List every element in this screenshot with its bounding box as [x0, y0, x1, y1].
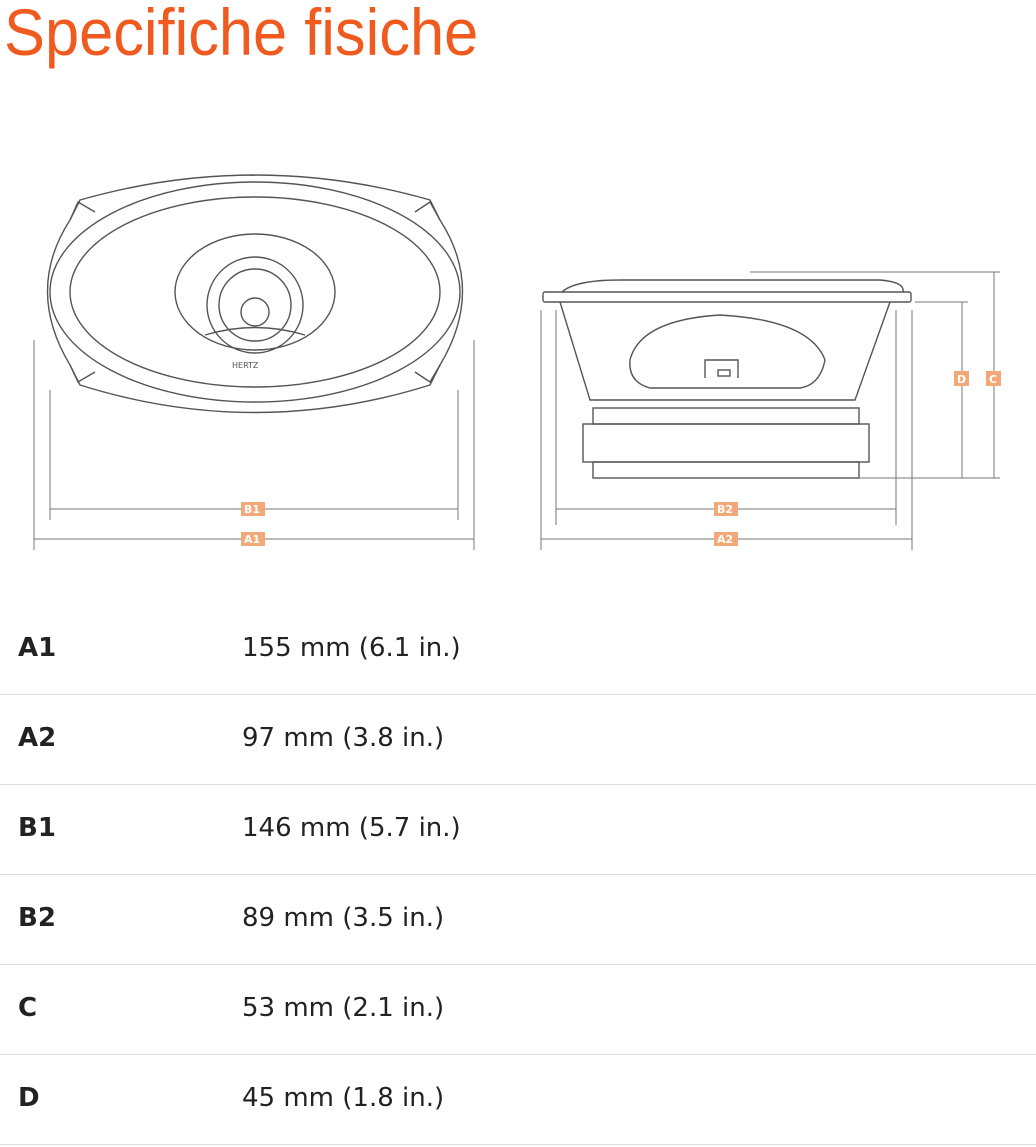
- spec-row: B2 89 mm (3.5 in.): [0, 875, 1036, 965]
- spec-value: 146 mm (5.7 in.): [242, 813, 461, 843]
- spec-value: 97 mm (3.8 in.): [242, 723, 445, 753]
- tag-b1: B1: [244, 503, 260, 516]
- front-view: HERTZ B1 A1: [33, 174, 475, 550]
- spec-row: D 45 mm (1.8 in.): [0, 1055, 1036, 1145]
- tag-b2: B2: [717, 503, 733, 516]
- spec-row: C 53 mm (2.1 in.): [0, 965, 1036, 1055]
- specs-table: A1 155 mm (6.1 in.) A2 97 mm (3.8 in.) B1 1…: [0, 605, 1036, 1145]
- tag-c: C: [989, 373, 997, 386]
- tag-a2: A2: [717, 533, 733, 546]
- side-view: B2 A2 D C: [540, 271, 1001, 550]
- spec-value: 89 mm (3.5 in.): [242, 903, 445, 933]
- tag-a1: A1: [244, 533, 260, 546]
- brand-logo: HERTZ: [232, 361, 259, 370]
- spec-key: B1: [18, 813, 56, 843]
- spec-row: A1 155 mm (6.1 in.): [0, 605, 1036, 695]
- spec-key: A1: [18, 633, 57, 663]
- spec-value: 45 mm (1.8 in.): [242, 1083, 445, 1113]
- tag-d: D: [957, 373, 966, 386]
- spec-value: 53 mm (2.1 in.): [242, 993, 445, 1023]
- spec-key: A2: [18, 723, 57, 753]
- spec-row: A2 97 mm (3.8 in.): [0, 695, 1036, 785]
- page-title: Specifiche fisiche: [4, 0, 479, 69]
- spec-value: 155 mm (6.1 in.): [242, 633, 461, 663]
- spec-key: B2: [18, 903, 56, 933]
- spec-row: B1 146 mm (5.7 in.): [0, 785, 1036, 875]
- speaker-dimension-diagram: HERTZ B1 A1 B2 A2: [33, 174, 1001, 550]
- spec-key: D: [18, 1083, 40, 1113]
- spec-key: C: [18, 993, 38, 1023]
